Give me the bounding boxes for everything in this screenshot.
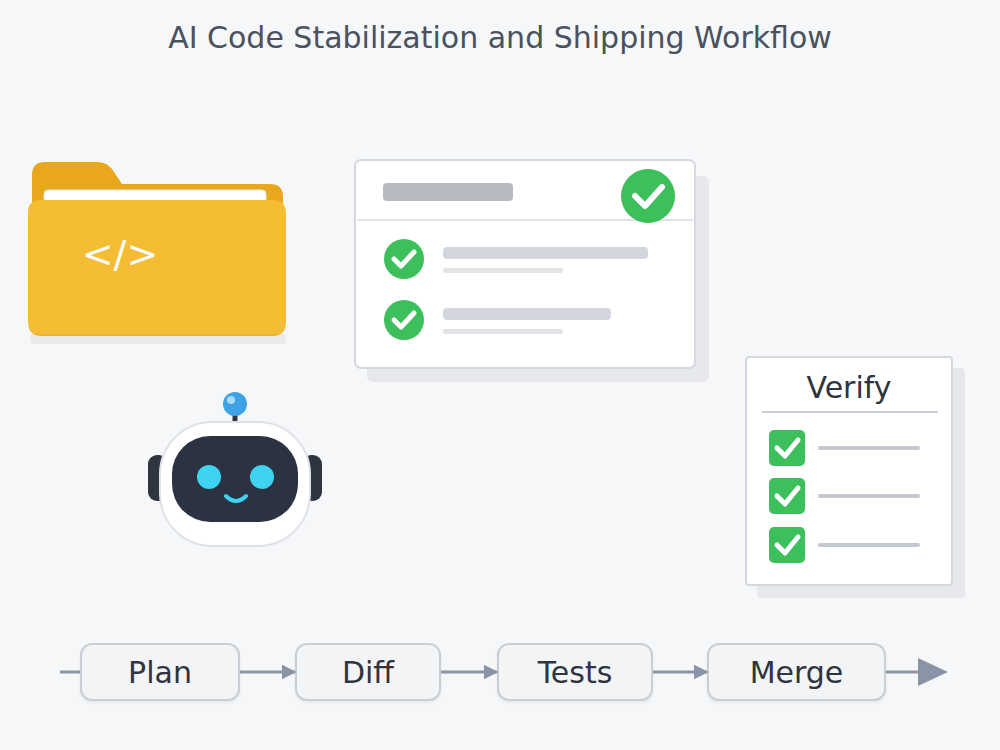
- process-box: Tests: [497, 643, 653, 701]
- lead-line: [60, 671, 80, 674]
- flow-arrow: [653, 671, 707, 674]
- verify-card: Verify: [745, 356, 953, 586]
- node-label: Plan: [128, 655, 192, 690]
- process-box: Diff: [295, 643, 441, 701]
- process-box: Plan: [80, 643, 240, 701]
- diagram-title: AI Code Stabilization and Shipping Workf…: [0, 20, 1000, 55]
- flow-arrow: [240, 671, 295, 674]
- robot-icon: [148, 392, 322, 546]
- flow-arrow: [441, 671, 497, 674]
- tail-arrowhead: [918, 658, 948, 686]
- node-label: Diff: [342, 655, 394, 690]
- checklist-card: [355, 160, 709, 382]
- verify-checkboxes: [762, 412, 938, 563]
- process-box: Merge: [707, 643, 886, 701]
- node-label: Verify: [806, 370, 891, 405]
- node-label: Tests: [538, 655, 613, 690]
- node-label: Merge: [750, 655, 844, 690]
- folder-icon: [28, 162, 286, 344]
- code-symbol: </>: [70, 232, 170, 276]
